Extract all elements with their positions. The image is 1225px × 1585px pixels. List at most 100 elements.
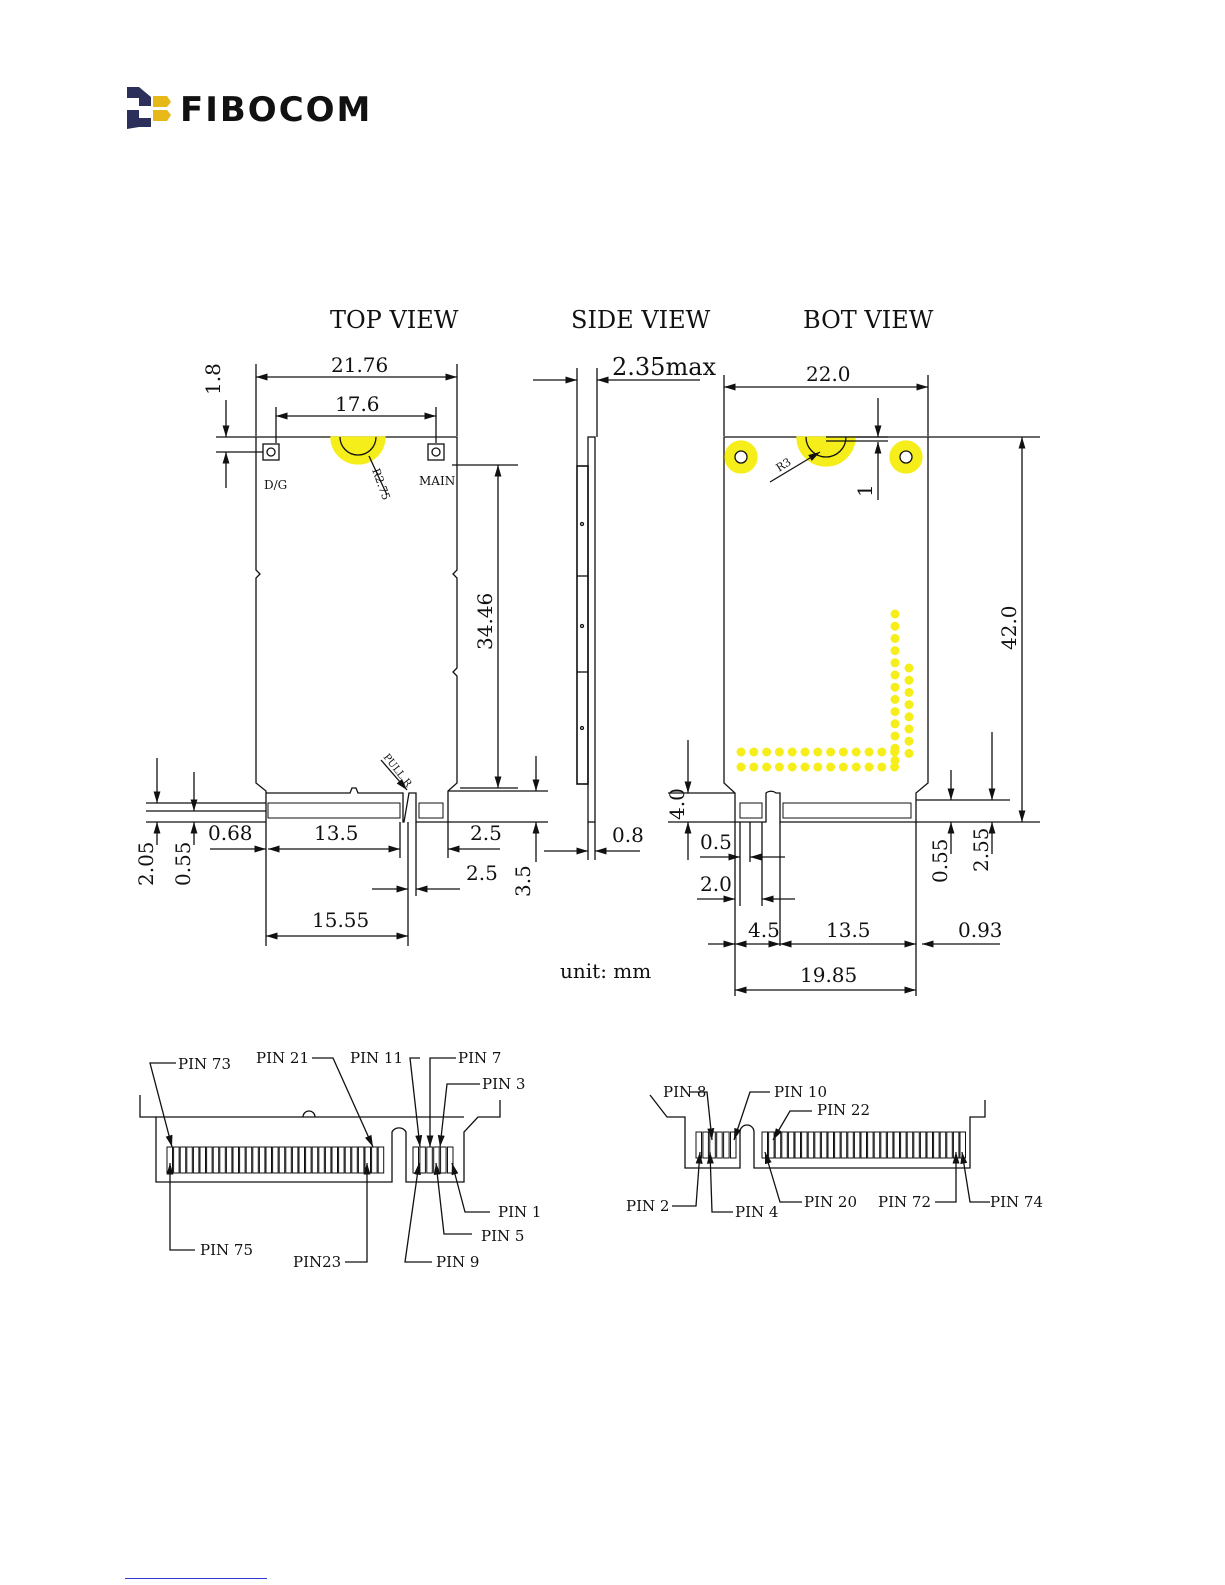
edge-finger (285, 1146, 292, 1174)
test-pad (890, 747, 900, 757)
dim-bot-radius-label: R3 (774, 455, 794, 474)
test-pad (736, 747, 746, 757)
edge-finger (939, 1131, 947, 1159)
leader-pin-20 (764, 1151, 802, 1203)
radius-leader (368, 455, 388, 496)
leader-pin-10 (733, 1091, 770, 1141)
edge-finger (787, 1131, 795, 1159)
dim-top-gap-label: 2.5 (466, 861, 498, 885)
dim-bot-height-label: 42.0 (997, 605, 1021, 650)
edge-finger (364, 1146, 371, 1174)
bot-view-title: BOT VIEW (803, 306, 934, 334)
test-pad (904, 724, 914, 734)
bot-view-ground-pads (724, 440, 923, 474)
test-pad (890, 609, 900, 619)
brand-name: FIBOCOM (180, 90, 373, 130)
edge-finger (179, 1146, 187, 1174)
dim-top-total-label: 15.55 (312, 908, 369, 932)
pin-10-label: PIN 10 (774, 1083, 827, 1101)
dim-bot-h1-label: 4.0 (665, 788, 689, 820)
dim-bot-offset-label: 1 (853, 484, 877, 497)
test-pad (787, 762, 797, 772)
edge-finger (199, 1146, 206, 1174)
dim-top-h3-label: 3.5 (511, 865, 535, 897)
bot-view-edge-fingers (739, 802, 912, 819)
test-pad (864, 762, 874, 772)
dg-connector-label: D/G (264, 478, 287, 492)
leader-pin-8 (690, 1091, 715, 1141)
test-pad (736, 762, 746, 772)
pin-5-label: PIN 5 (481, 1227, 524, 1245)
edge-finger (219, 1146, 226, 1174)
test-pad (890, 707, 900, 717)
pin-74-label: PIN 74 (990, 1193, 1043, 1211)
edge-finger (298, 1146, 305, 1174)
pin-2-label: PIN 2 (626, 1197, 669, 1215)
test-pad (749, 762, 759, 772)
edge-finger (272, 1146, 279, 1174)
edge-finger (305, 1146, 312, 1174)
leader-pin-3 (437, 1083, 480, 1148)
edge-finger (225, 1146, 233, 1174)
test-pad (890, 621, 900, 631)
test-pad (762, 762, 772, 772)
dim-bot-left-label: 4.5 (748, 918, 780, 942)
pin-9-label: PIN 9 (436, 1253, 479, 1271)
edge-finger (886, 1131, 894, 1159)
dim-top-height-label: 34.46 (473, 593, 497, 650)
edge-finger (331, 1146, 338, 1174)
edge-finger (324, 1146, 332, 1174)
edge-finger (311, 1146, 319, 1174)
edge-finger (695, 1131, 702, 1159)
test-pad (762, 747, 772, 757)
right-pin-detail-fingers-key (695, 1131, 737, 1159)
edge-finger (840, 1131, 848, 1159)
dim-top-width-label: 21.76 (331, 353, 388, 377)
pin-8-label: PIN 8 (663, 1083, 706, 1101)
logo-mark-gold-lower (153, 110, 171, 121)
leader-pin-23 (345, 1163, 371, 1263)
test-pad (851, 747, 861, 757)
bot-radius-leader (769, 451, 821, 483)
edge-finger (173, 1146, 180, 1174)
edge-finger (447, 1146, 454, 1174)
dim-bot-width-label: 22.0 (806, 362, 851, 386)
edge-finger (847, 1131, 854, 1159)
logo-mark-lower (127, 110, 151, 129)
leader-pin-7 (426, 1057, 456, 1147)
pin-23-label: PIN23 (293, 1253, 341, 1271)
test-pad (890, 682, 900, 692)
pin-11-label: PIN 11 (350, 1049, 403, 1067)
edge-finger (860, 1131, 867, 1159)
edge-finger (278, 1146, 286, 1174)
test-pad (904, 712, 914, 722)
edge-finger (761, 1131, 768, 1159)
pin-4-label: PIN 4 (735, 1203, 778, 1221)
test-pad (890, 694, 900, 704)
edge-finger (723, 1131, 730, 1159)
test-pad (851, 762, 861, 772)
leader-pin-75 (166, 1163, 195, 1251)
edge-finger (702, 1131, 709, 1159)
edge-finger (338, 1146, 345, 1174)
edge-finger (807, 1131, 815, 1159)
edge-finger (794, 1131, 801, 1159)
leader-pin-21 (312, 1057, 374, 1148)
pin-73-label: PIN 73 (178, 1055, 231, 1073)
leader-pin-5 (433, 1162, 472, 1235)
top-view-title: TOP VIEW (330, 306, 459, 334)
fibocom-logo (127, 87, 171, 129)
logo-mark-upper (127, 87, 151, 106)
test-pad (800, 747, 810, 757)
test-pad (904, 663, 914, 673)
dim-top-offset-label: 1.8 (201, 363, 225, 395)
pin-7-label: PIN 7 (458, 1049, 501, 1067)
test-pad (774, 762, 784, 772)
leader-pin-22 (772, 1110, 812, 1141)
edge-finger (239, 1146, 246, 1174)
dim-conn-spacing-label: 17.6 (335, 392, 380, 416)
edge-finger (768, 1131, 775, 1159)
edge-finger (933, 1131, 940, 1159)
top-view-mounting-pad (330, 436, 386, 465)
test-pad (877, 747, 887, 757)
